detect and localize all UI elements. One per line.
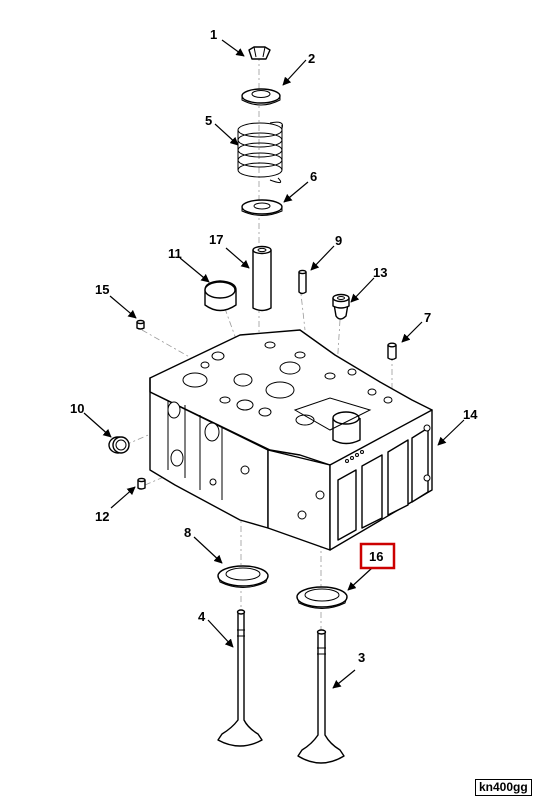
callout-label: 4 xyxy=(198,609,206,624)
part-dowel-pin xyxy=(298,269,307,295)
part-small-plug-2 xyxy=(137,477,146,490)
part-expansion-plug xyxy=(108,436,130,454)
callout-label: 1 xyxy=(210,27,217,42)
callout-label: 14 xyxy=(463,407,478,422)
part-plug xyxy=(204,280,237,312)
callout-label: 5 xyxy=(205,113,212,128)
part-fitting xyxy=(332,293,350,320)
part-valve-spring xyxy=(237,121,283,184)
part-collets xyxy=(248,46,271,60)
callout-label: 9 xyxy=(335,233,342,248)
callout-labels: 1 2 3 4 5 6 7 8 9 10 11 12 13 14 15 16 1… xyxy=(70,27,478,665)
callout-label: 7 xyxy=(424,310,431,325)
part-valve-seat-insert-16 xyxy=(296,586,348,609)
callout-label: 6 xyxy=(310,169,317,184)
callout-label: 12 xyxy=(95,509,109,524)
callout-label: 8 xyxy=(184,525,191,540)
part-spring-seat xyxy=(241,199,283,216)
callout-label: 3 xyxy=(358,650,365,665)
callout-label: 2 xyxy=(308,51,315,66)
part-small-plug xyxy=(136,319,145,330)
part-valve-3 xyxy=(297,629,345,764)
callout-label: 11 xyxy=(168,246,182,261)
figure-id-label: kn400gg xyxy=(475,779,532,796)
callout-label: 13 xyxy=(373,265,387,280)
part-valve-guide xyxy=(252,245,272,312)
part-spring-retainer xyxy=(241,88,281,106)
part-dowel-pin-2 xyxy=(387,342,397,361)
callout-label: 10 xyxy=(70,401,84,416)
callout-label: 15 xyxy=(95,282,109,297)
leader-lines xyxy=(83,39,465,689)
callout-label: 17 xyxy=(209,232,223,247)
part-cylinder-head xyxy=(149,329,433,551)
highlight-box xyxy=(359,542,396,570)
part-valve-4 xyxy=(217,609,263,747)
part-valve-seat-insert-8 xyxy=(217,565,269,588)
callout-label-highlighted: 16 xyxy=(369,549,383,564)
